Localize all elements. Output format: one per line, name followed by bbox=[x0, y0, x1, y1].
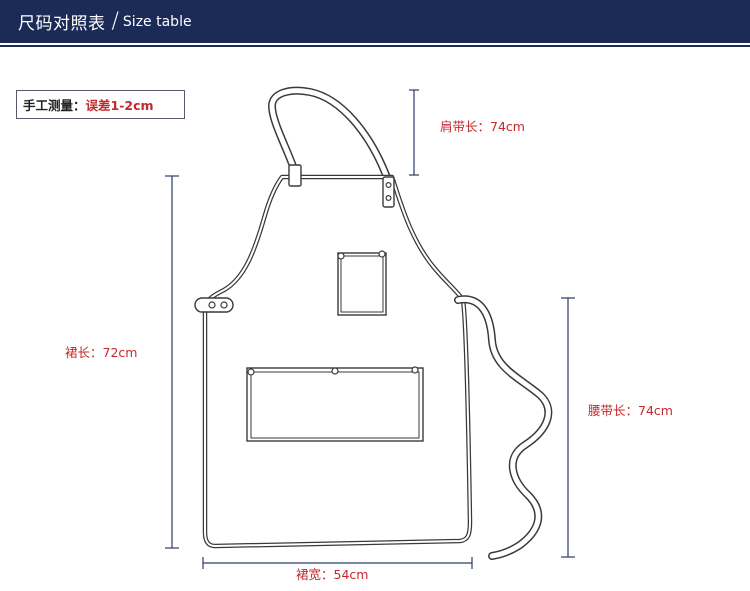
neck-strap-rivet-bottom bbox=[385, 195, 392, 202]
left-waist-tab-rivet bbox=[220, 301, 228, 309]
neck-strap-rivet-top bbox=[385, 182, 392, 189]
pocket-rivet bbox=[331, 367, 339, 375]
note-value: 误差1-2cm bbox=[85, 98, 154, 113]
header-title-en: Size table bbox=[122, 13, 192, 30]
apron-body bbox=[202, 174, 473, 549]
dimension-line-shoulder bbox=[409, 89, 419, 176]
bib-pocket bbox=[337, 250, 387, 316]
left-waist-tab-rivet bbox=[208, 301, 216, 309]
header-bar: 尺码对照表 / Size table bbox=[0, 0, 750, 43]
pocket-rivet bbox=[337, 252, 345, 260]
front-pocket bbox=[246, 366, 424, 442]
left-waist-tab bbox=[194, 297, 234, 313]
bib-pocket-outer bbox=[337, 252, 387, 316]
measurement-note-box: 手工测量： 误差1-2cm bbox=[16, 90, 185, 119]
bib-pocket-inner bbox=[340, 255, 384, 313]
pocket-rivet bbox=[411, 366, 419, 374]
apron-body-hem bbox=[204, 176, 471, 547]
waist-strap-label: 腰带长：74cm bbox=[588, 403, 673, 418]
shoulder-strap-label: 肩带长：74cm bbox=[440, 119, 525, 134]
length-label: 裙长：72cm bbox=[65, 345, 138, 360]
header-title-cn: 尺码对照表 bbox=[18, 14, 106, 34]
pocket-rivet bbox=[378, 250, 386, 258]
pocket-rivet bbox=[247, 368, 255, 376]
dimension-line-length bbox=[165, 175, 179, 549]
waist-strap-fill bbox=[455, 296, 551, 559]
dimension-line-waist bbox=[561, 297, 575, 558]
note-label: 手工测量： bbox=[23, 98, 86, 113]
waist-strap bbox=[454, 295, 553, 560]
header-separator: / bbox=[111, 9, 119, 34]
neck-strap-fill bbox=[269, 88, 391, 183]
neck-strap-buckle bbox=[288, 164, 302, 187]
width-label: 裙宽：54cm bbox=[296, 567, 369, 582]
apron-body-outline bbox=[202, 174, 473, 549]
neck-strap-end bbox=[382, 176, 395, 208]
dimension-line-width bbox=[202, 557, 473, 569]
